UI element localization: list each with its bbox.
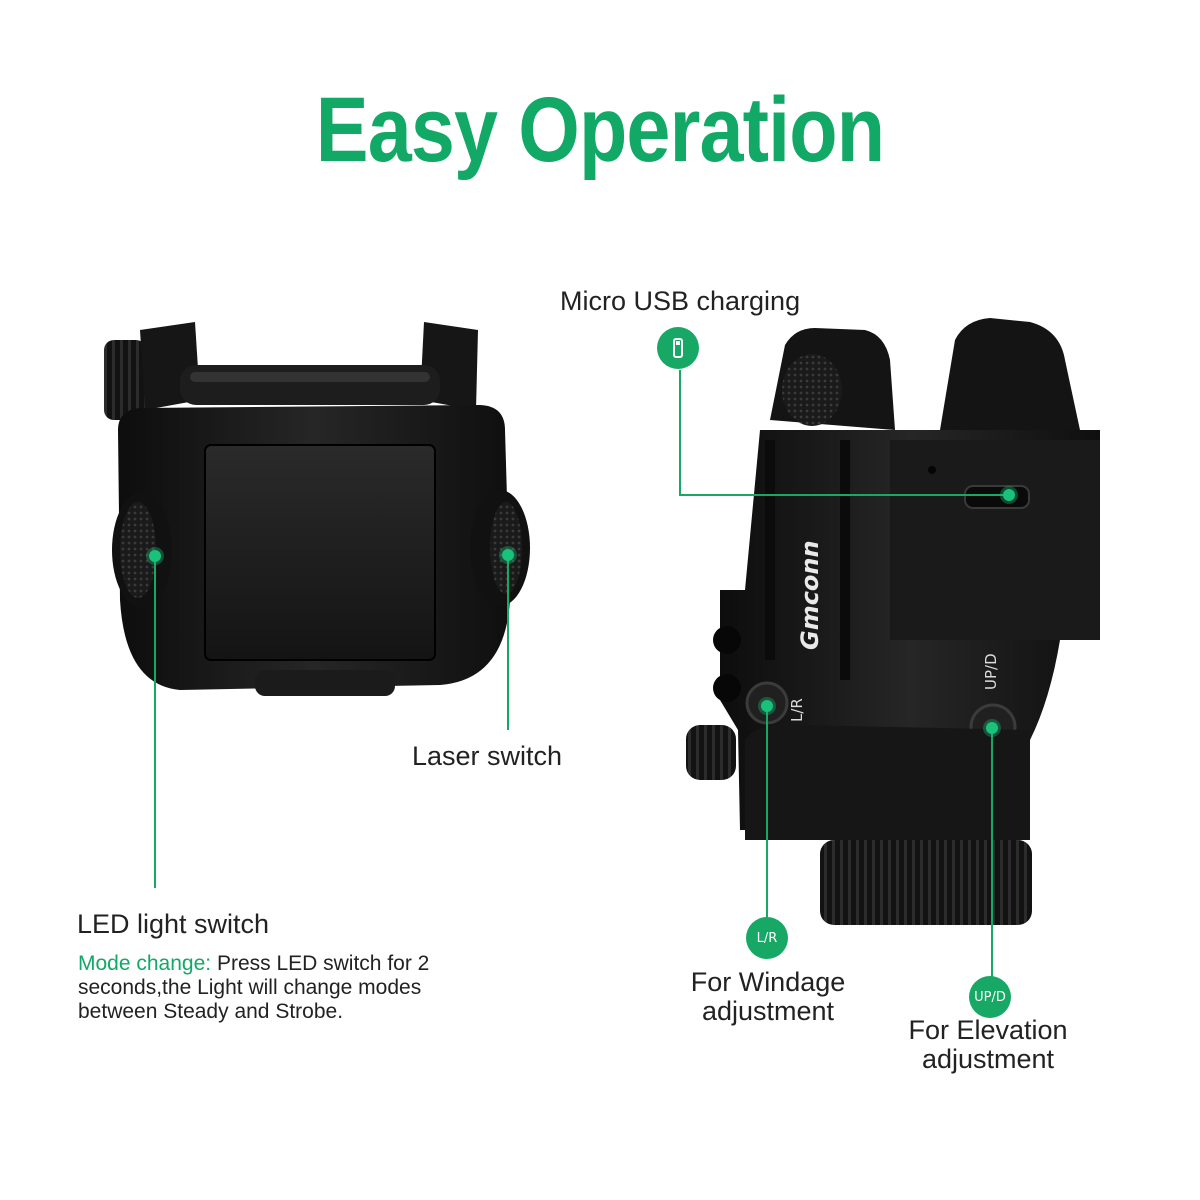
left-device — [104, 322, 530, 696]
laser-switch-dot — [502, 549, 514, 561]
micro-usb-label: Micro USB charging — [560, 286, 801, 316]
usb-icon — [673, 338, 683, 358]
usb-port-dot — [1003, 489, 1015, 501]
mode-change-text: Press LED switch for 2 seconds,the Light… — [78, 952, 430, 1023]
windage-screw-dot — [761, 700, 773, 712]
laser-switch-label: Laser switch — [412, 741, 563, 771]
led-switch-dot — [149, 550, 161, 562]
elevation-line-2: adjustment — [921, 1044, 1055, 1074]
windage-line-2: adjustment — [701, 996, 835, 1026]
led-switch-label: LED light switch — [77, 909, 270, 939]
elevation-screw-dot — [986, 722, 998, 734]
page-title: Easy Operation — [315, 79, 885, 181]
windage-line-1: For Windage — [690, 967, 846, 997]
mode-change-description: Mode change: Press LED switch for 2 seco… — [78, 952, 498, 1024]
windage-label: For Windage adjustment — [668, 968, 868, 1026]
device-brand-mark: Gmconn — [796, 540, 824, 650]
elevation-label: For Elevation adjustment — [878, 1016, 1098, 1074]
usb-badge — [657, 327, 699, 369]
elevation-line-1: For Elevation — [908, 1015, 1068, 1045]
leader-lines — [154, 370, 1009, 978]
mode-change-key: Mode change: — [78, 952, 212, 975]
device-lr-mark: L/R — [788, 698, 806, 722]
upd-badge: UP/D — [969, 976, 1011, 1018]
device-upd-mark: UP/D — [982, 653, 1000, 690]
lr-badge: L/R — [746, 917, 788, 959]
right-device — [686, 318, 1100, 925]
